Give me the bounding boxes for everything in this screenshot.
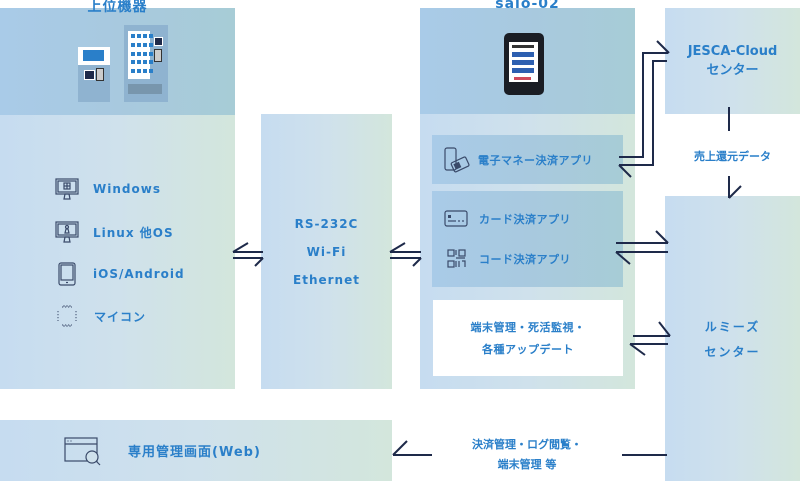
host-item-ios-android: iOS/Android [57, 262, 185, 286]
lumiz-center-box: ルミーズ センター [665, 196, 800, 481]
emoney-jesca-arrow [618, 40, 670, 178]
interface-rs232c: RS-232C [294, 216, 359, 231]
browser-search-icon [64, 436, 101, 465]
card-code-app-box [432, 191, 623, 287]
interface-ethernet: Ethernet [293, 272, 360, 287]
management-line2: 各種アップデート [482, 343, 574, 356]
lumiz-center-line2: センター [704, 344, 761, 359]
interfaces-panel: RS-232C Wi-Fi Ethernet [261, 114, 392, 389]
interface-wifi: Wi-Fi [306, 244, 347, 259]
management-lumiz-arrow [629, 321, 671, 356]
linux-monitor-icon [55, 221, 79, 243]
host-item-label: Windows [93, 182, 161, 196]
management-box: 端末管理・死活監視・ 各種アップデート [433, 300, 623, 376]
emoney-app-box: 電子マネー決済アプリ [432, 135, 623, 184]
web-admin-label: 専用管理画面(Web) [128, 445, 261, 460]
windows-monitor-icon [55, 178, 79, 200]
host-devices-title: 上位機器 [87, 0, 148, 15]
code-app-label: コード決済アプリ [479, 253, 571, 266]
tablet-icon [58, 262, 76, 286]
web-admin-panel: 専用管理画面(Web) [0, 420, 392, 481]
kiosk-terminal-illustration [78, 47, 110, 102]
salo-terminal-illustration [504, 33, 544, 95]
host-item-label: iOS/Android [93, 267, 185, 281]
sales-return-data-label: 売上還元データ [694, 150, 771, 163]
vending-machine-illustration [124, 25, 168, 102]
lumiz-web-arrow [392, 440, 667, 456]
web-functions-line2: 端末管理 等 [497, 458, 557, 471]
jesca-cloud-line1: JESCA-Cloud [687, 44, 778, 59]
web-functions-label: 決済管理・ログ閲覧・ 端末管理 等 [432, 434, 622, 474]
host-devices-header [0, 8, 235, 115]
interface-salo-arrow [389, 242, 422, 267]
credit-card-icon [444, 210, 468, 227]
payment-lumiz-arrow [615, 230, 669, 265]
qr-code-icon [447, 249, 466, 268]
emoney-app-label: 電子マネー決済アプリ [478, 153, 593, 167]
host-item-microcontroller: マイコン [56, 305, 146, 327]
jesca-cloud-line2: センター [706, 63, 759, 78]
web-functions-line1: 決済管理・ログ閲覧・ [472, 438, 582, 451]
sales-return-arrow [728, 107, 742, 199]
host-item-label: Linux 他OS [93, 225, 174, 240]
host-item-label: マイコン [94, 309, 147, 324]
phone-card-icon [444, 146, 470, 172]
host-item-linux: Linux 他OS [55, 221, 174, 243]
card-app-row: カード決済アプリ [444, 208, 571, 230]
card-app-label: カード決済アプリ [479, 213, 571, 226]
host-interface-arrow [232, 242, 264, 267]
microcontroller-chip-icon [57, 305, 77, 327]
jesca-cloud-center-box: JESCA-Cloud センター [665, 8, 800, 114]
code-app-row: コード決済アプリ [447, 248, 571, 270]
host-item-windows: Windows [55, 178, 161, 200]
salo-title: salo-02 [495, 0, 560, 12]
management-line1: 端末管理・死活監視・ [470, 321, 586, 334]
lumiz-center-line1: ルミーズ [704, 319, 761, 334]
